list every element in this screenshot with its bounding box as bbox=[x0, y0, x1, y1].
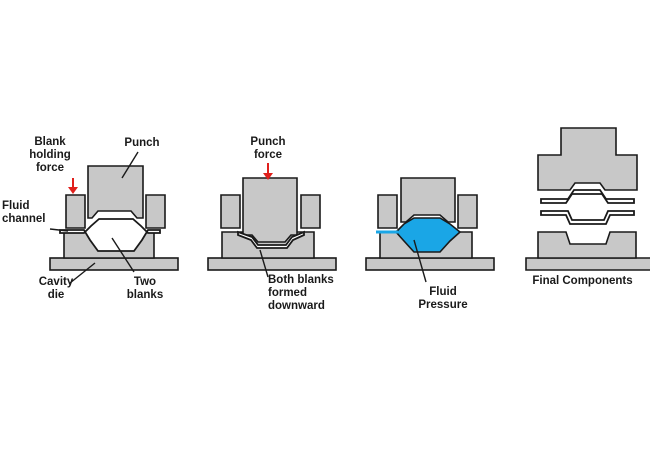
stage-1-blanks bbox=[59, 218, 161, 252]
stage-4-final-components bbox=[525, 127, 650, 271]
stage-2-left-blank-holder bbox=[220, 194, 241, 229]
stage-1-base-plate bbox=[49, 257, 179, 271]
stage-3-fluid-pressure bbox=[365, 177, 495, 283]
stage-2-punch bbox=[242, 177, 298, 243]
stage-4-lower-tool bbox=[525, 257, 650, 271]
stage-3-right-blank-holder bbox=[457, 194, 478, 229]
stage-3-fluid-cavity bbox=[394, 217, 462, 253]
stage-1-initial-setup bbox=[49, 151, 179, 284]
stage-1-left-blank-holder bbox=[65, 194, 86, 229]
stage-3-punch bbox=[400, 177, 456, 223]
stage-2-right-blank-holder bbox=[300, 194, 321, 229]
stage-1-cavity-die-leader bbox=[69, 262, 96, 284]
stage-4-upper-component bbox=[540, 189, 635, 204]
label-final-components: Final Components bbox=[532, 275, 633, 287]
stage-1-right-blank-holder bbox=[145, 194, 166, 229]
stage-1-punch bbox=[87, 165, 144, 219]
stage-1-two-blanks-leader bbox=[111, 237, 135, 273]
stage-2-base-plate bbox=[207, 257, 337, 271]
stage-1-punch-leader bbox=[121, 151, 139, 179]
stage-4-lower-die bbox=[537, 231, 637, 259]
stage-3-base-plate bbox=[365, 257, 495, 271]
label-blank-holding-force: Blank holding force bbox=[29, 136, 71, 174]
label-cavity-die: Cavity die bbox=[38, 276, 74, 301]
stage-4-upper-tool bbox=[537, 127, 638, 191]
label-both-blanks-formed: Both blanks formed downward bbox=[268, 274, 334, 312]
label-punch: Punch bbox=[124, 137, 160, 149]
stage-4-lower-component bbox=[540, 210, 635, 225]
stage-2-both-blanks-leader bbox=[259, 249, 269, 278]
stage-1-fluid-channel-line bbox=[49, 228, 69, 232]
label-two-blanks: Two blanks bbox=[126, 276, 164, 301]
label-fluid-channel: Fluid channel bbox=[2, 200, 46, 225]
stage-2-red-down-arrow-icon bbox=[263, 163, 273, 180]
stage-3-fluid-pressure-leader bbox=[413, 239, 427, 283]
stage-3-left-blank-holder bbox=[377, 194, 398, 229]
stage-2-forming bbox=[207, 163, 337, 278]
label-fluid-pressure: Fluid Pressure bbox=[418, 286, 468, 311]
stage-2-formed-blanks bbox=[237, 230, 305, 249]
label-punch-force: Punch force bbox=[250, 136, 286, 161]
stage-1-red-down-arrow-icon bbox=[68, 178, 78, 194]
